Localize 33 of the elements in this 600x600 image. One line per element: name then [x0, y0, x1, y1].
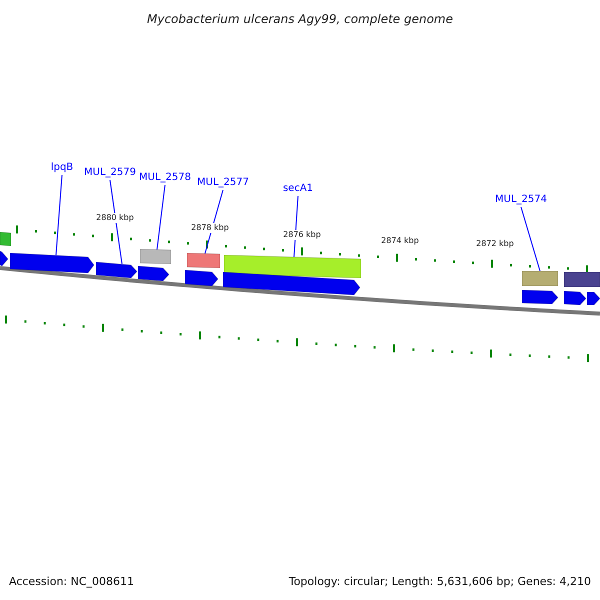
gene-feature	[587, 292, 600, 305]
gene-label: MUL_2577	[197, 177, 249, 189]
leader-line	[156, 184, 166, 250]
position-label: 2874 kbp	[380, 236, 420, 246]
gene-label: lpqB	[50, 162, 74, 174]
gene-label: secA1	[282, 183, 314, 195]
feature-bar	[564, 272, 600, 287]
leader-line	[110, 180, 122, 264]
gene-feature	[0, 251, 8, 266]
gene-label: MUL_2579	[84, 167, 136, 179]
feature-bar	[187, 253, 220, 268]
gene-feature	[185, 270, 218, 286]
feature-bar	[140, 249, 171, 264]
gene-label: MUL_2578	[139, 172, 191, 184]
accession-text: Accession: NC_008611	[9, 574, 134, 590]
feature-bar	[522, 271, 558, 286]
gene-feature	[10, 253, 94, 273]
gene-feature	[522, 290, 558, 304]
position-label: 2876 kbp	[282, 230, 322, 240]
position-label: 2880 kbp	[95, 213, 135, 223]
gene-feature	[223, 272, 360, 295]
diagram-title: Mycobacterium ulcerans Agy99, complete genome	[146, 11, 454, 28]
position-label: 2878 kbp	[190, 223, 230, 233]
gene-feature	[138, 266, 169, 281]
feature-bar	[224, 255, 361, 278]
genome-summary-text: Topology: circular; Length: 5,631,606 bp; Genes: 4,210	[288, 574, 591, 590]
position-label: 2872 kbp	[475, 239, 515, 249]
gene-feature	[96, 262, 137, 278]
feature-bar	[0, 232, 11, 246]
gene-feature	[564, 291, 586, 305]
leader-line	[56, 174, 62, 256]
gene-label: MUL_2574	[495, 194, 547, 206]
leader-line	[520, 206, 540, 272]
